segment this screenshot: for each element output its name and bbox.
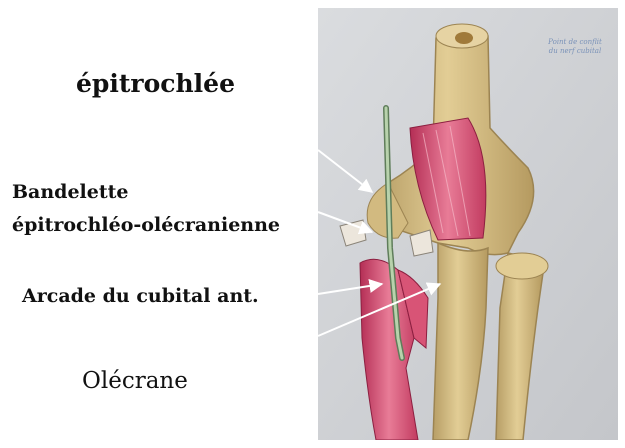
arrow-epitrochlee — [318, 150, 372, 192]
arrow-bandelette — [318, 212, 372, 232]
arrow-arcade — [318, 284, 382, 294]
